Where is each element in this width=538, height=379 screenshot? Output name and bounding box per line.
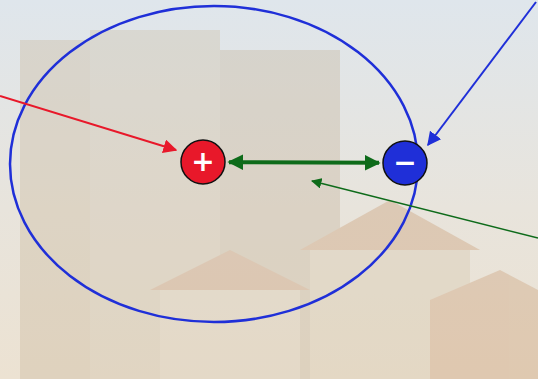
leader-line — [428, 2, 536, 145]
charge-sign: − — [393, 149, 416, 177]
leader-line — [312, 181, 538, 238]
leader-line — [0, 96, 176, 150]
orbit-circle — [10, 6, 418, 322]
positive-charge: + — [180, 139, 226, 185]
force-arrow — [229, 160, 379, 165]
negative-charge: − — [382, 140, 428, 186]
charge-sign: + — [191, 148, 214, 176]
building-silhouettes — [20, 30, 538, 379]
